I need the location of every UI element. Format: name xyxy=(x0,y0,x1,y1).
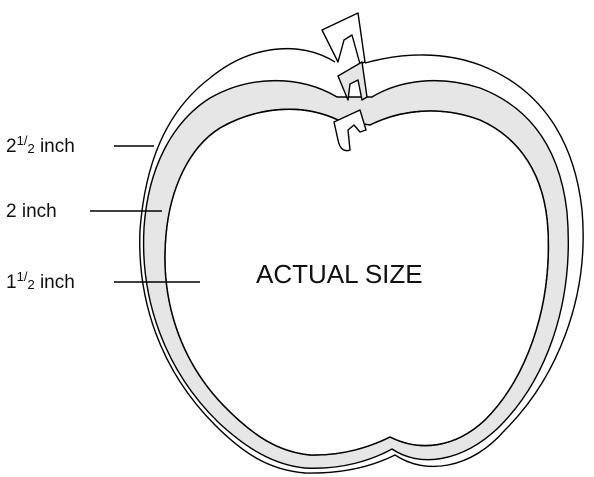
label-1-half-inch: 11/2 inch xyxy=(6,269,75,293)
actual-size-label: ACTUAL SIZE xyxy=(256,259,423,289)
label-2-half-inch: 21/2 inch xyxy=(6,133,75,157)
label-2-inch: 2 inch xyxy=(6,201,57,222)
stem-large xyxy=(322,13,365,64)
stem-medium xyxy=(338,62,367,100)
